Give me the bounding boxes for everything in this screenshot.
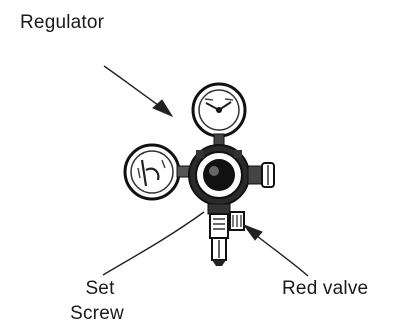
set-screw-label-line2: Screw — [62, 303, 132, 325]
red-valve-knob — [230, 212, 244, 230]
red-valve-leader-arrow — [244, 225, 308, 276]
outlet-fitting — [248, 163, 274, 187]
set-screw-label-line1: Set — [80, 278, 120, 300]
set-screw-leader — [103, 212, 204, 275]
set-screw-stem — [208, 204, 230, 266]
regulator-label: Regulator — [20, 12, 104, 34]
red-valve-label: Red valve — [282, 278, 368, 300]
top-gauge — [193, 84, 245, 148]
regulator-body — [189, 145, 249, 205]
left-gauge — [125, 145, 193, 199]
regulator-leader-arrow — [104, 66, 172, 116]
